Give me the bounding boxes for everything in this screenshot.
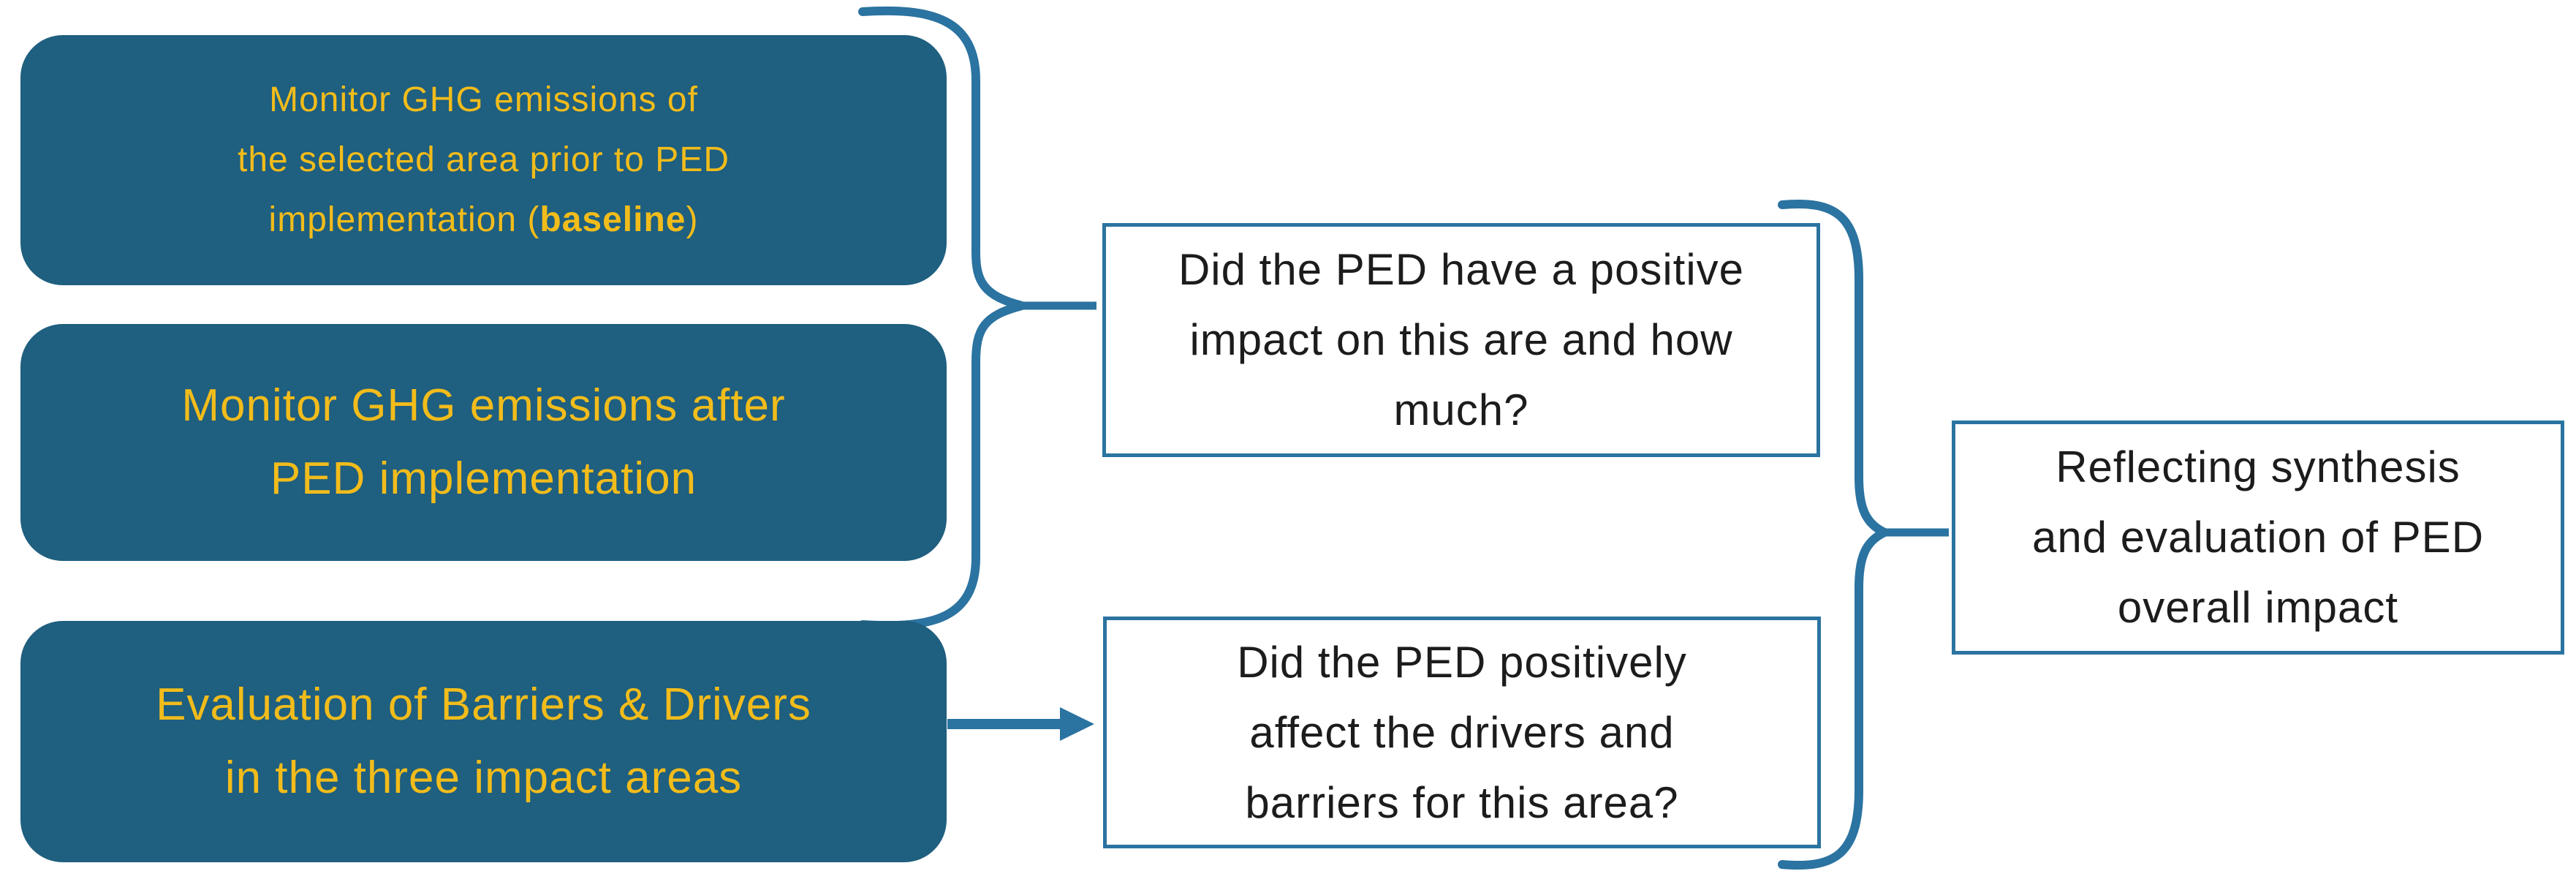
box-text-line: Monitor GHG emissions of — [269, 80, 698, 119]
question-text-line: Reflecting synthesis — [2056, 442, 2461, 491]
synthesis-evaluation-box: Reflecting synthesis and evaluation of P… — [1952, 421, 2564, 655]
ghg-impact-question-box: Did the PED have a positive impact on th… — [1102, 223, 1820, 457]
question-text-line: and evaluation of PED — [2031, 513, 2485, 562]
box-text-segment: ) — [686, 200, 699, 239]
baseline-monitoring-box: Monitor GHG emissions of the selected ar… — [20, 35, 947, 285]
question-text-line: barriers for this area? — [1245, 777, 1679, 827]
question-text-line: much? — [1393, 385, 1529, 434]
box-text-line: Monitor GHG emissions after — [181, 380, 786, 431]
question-text-line: Did the PED have a positive — [1178, 245, 1745, 294]
question-text-line: affect the drivers and — [1249, 707, 1675, 757]
barriers-impact-question-box: Did the PED positively affect the driver… — [1103, 617, 1821, 848]
box-text-line: implementation (baseline) — [269, 190, 699, 250]
box-text-line: PED implementation — [270, 453, 697, 504]
question-text-line: impact on this are and how — [1189, 315, 1733, 364]
box-text-line: in the three impact areas — [224, 753, 743, 803]
box-text-bold-segment: baseline — [539, 200, 686, 239]
barriers-arrow-head-icon — [1060, 707, 1094, 741]
barriers-drivers-evaluation-box: Evaluation of Barriers & Drivers in the … — [20, 621, 947, 862]
question-text-line: overall impact — [2117, 583, 2399, 632]
question-text-line: Did the PED positively — [1237, 637, 1687, 687]
after-implementation-monitoring-box: Monitor GHG emissions after PED implemen… — [20, 324, 947, 561]
box-text-line: Evaluation of Barriers & Drivers — [156, 679, 811, 730]
box-text-line: the selected area prior to PED — [237, 140, 730, 179]
box-text-segment: implementation ( — [268, 200, 540, 239]
